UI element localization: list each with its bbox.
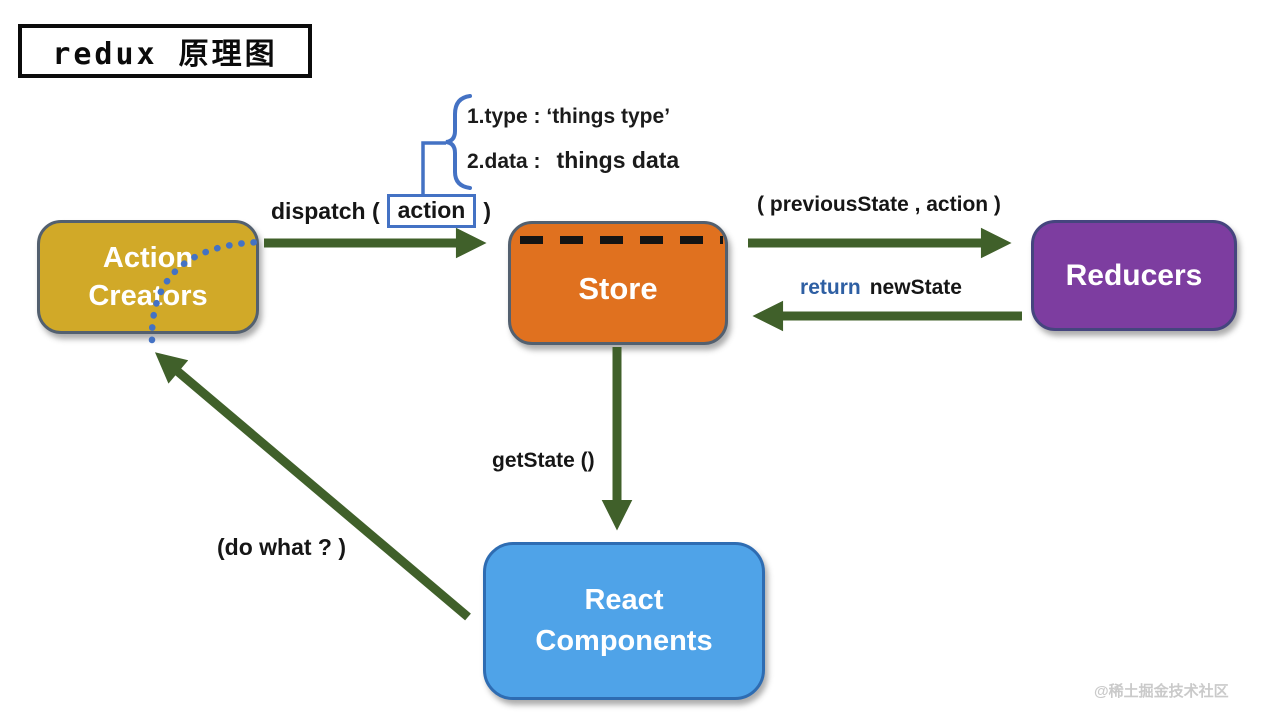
node-reducers: Reducers	[1031, 220, 1237, 331]
annotation-type-line: 1.type : ‘things type’	[467, 105, 671, 128]
node-store: Store	[508, 221, 728, 345]
node-action-creators-label: Action Creators	[88, 242, 208, 312]
get-state-label: getState ()	[492, 449, 595, 472]
annotation-data-line: 2.data : things data	[467, 147, 679, 174]
action-chip: action	[386, 194, 477, 228]
node-action-creators: Action Creators	[37, 220, 259, 334]
diagram-title: redux 原理图	[18, 24, 312, 78]
annotation-data-value: things data	[556, 147, 680, 173]
dispatch-prefix: dispatch (	[271, 197, 380, 224]
node-react-components: React Components	[483, 542, 765, 700]
action-connector-line	[421, 141, 446, 194]
return-keyword: return	[800, 276, 861, 299]
return-newstate-label: return newState	[750, 276, 1012, 300]
watermark: @稀土掘金技术社区	[1094, 683, 1229, 700]
newstate-text: newState	[869, 276, 962, 299]
do-what-label: (do what ? )	[217, 534, 347, 560]
node-store-label: Store	[578, 271, 658, 306]
node-react-components-label: React Components	[535, 584, 713, 657]
node-reducers-label: Reducers	[1065, 258, 1203, 292]
do-what-arrow	[154, 352, 471, 621]
annotation-data-label: 2.data :	[467, 150, 541, 173]
previous-state-label: ( previousState , action )	[757, 193, 1001, 216]
dispatch-label: dispatch ( action )	[271, 194, 491, 228]
dispatch-suffix: )	[483, 197, 492, 224]
